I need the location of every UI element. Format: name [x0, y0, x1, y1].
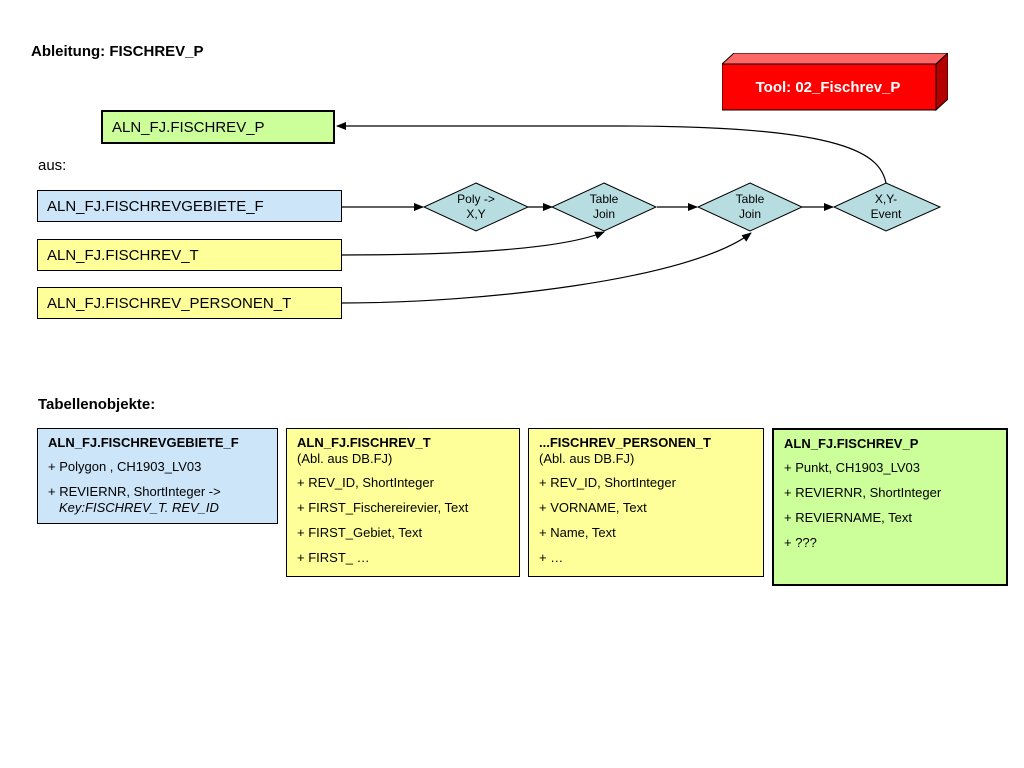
step-poly-to-xy-label: Poly -> X,Y: [436, 192, 516, 222]
step-table-join-2-diamond[interactable]: [696, 182, 804, 232]
source-gebiete-label: ALN_FJ.FISCHREVGEBIETE_F: [47, 197, 264, 215]
table-fischrev-p-row: + ???: [784, 535, 817, 550]
table-personen-t-row: + REV_ID, ShortInteger: [539, 475, 676, 490]
source-gebiete-box[interactable]: ALN_FJ.FISCHREVGEBIETE_F: [37, 190, 342, 222]
table-personen-t-row: + Name, Text: [539, 525, 616, 540]
page-title: Ableitung: FISCHREV_P: [31, 43, 204, 60]
table-fischrev-t-row: + FIRST_Fischereirevier, Text: [297, 500, 469, 515]
flow-diagram: [336, 122, 942, 304]
source-fischrev-t-label: ALN_FJ.FISCHREV_T: [47, 246, 199, 264]
table-fischrev-p-row: + REVIERNAME, Text: [784, 510, 912, 525]
table-fischrev-t-row: + REV_ID, ShortInteger: [297, 475, 434, 490]
source-fischrev-t-box[interactable]: ALN_FJ.FISCHREV_T: [37, 239, 342, 271]
source-personen-t-box[interactable]: ALN_FJ.FISCHREV_PERSONEN_T: [37, 287, 342, 319]
tool-box-3d[interactable]: [722, 53, 948, 111]
arrow-event-to-output: [336, 122, 887, 184]
table-fischrev-t-subtitle: (Abl. aus DB.FJ): [297, 451, 393, 466]
step-poly-to-xy-text: Poly -> X,Y: [457, 192, 495, 221]
output-feature-label: ALN_FJ.FISCHREV_P: [112, 118, 265, 136]
table-fischrev-p-title: ALN_FJ.FISCHREV_P: [784, 436, 919, 451]
table-fischrev-p-row: + Punkt, CH1903_LV03: [784, 460, 920, 475]
table-fischrev-t[interactable]: ALN_FJ.FISCHREV_T (Abl. aus DB.FJ) + REV…: [286, 428, 520, 577]
table-fischrev-t-title: ALN_FJ.FISCHREV_T: [297, 435, 431, 450]
table-personen-t-row: + VORNAME, Text: [539, 500, 647, 515]
table-fischrev-t-row: + FIRST_Gebiet, Text: [297, 525, 423, 540]
aus-label: aus:: [38, 157, 67, 174]
table-personen-t-subtitle: (Abl. aus DB.FJ): [539, 451, 635, 466]
step-xy-event-diamond[interactable]: [832, 182, 942, 232]
output-feature-box[interactable]: ALN_FJ.FISCHREV_P: [101, 110, 335, 144]
tables-heading: Tabellenobjekte:: [38, 396, 156, 413]
step-table-join-1-diamond[interactable]: [550, 182, 658, 232]
tool-label[interactable]: Tool: 02_Fischrev_P: [755, 78, 901, 96]
table-personen-t[interactable]: ...FISCHREV_PERSONEN_T (Abl. aus DB.FJ) …: [528, 428, 764, 577]
step-xy-event-text: X,Y- Event: [870, 192, 902, 221]
table-personen-t-title: ...FISCHREV_PERSONEN_T: [539, 435, 711, 450]
step-table-join-2-text: Table Join: [735, 192, 765, 221]
table-personen-t-row: + …: [539, 550, 564, 565]
arrow-fischrev-t-to-join1: [341, 231, 605, 256]
step-table-join-2-label: Table Join: [710, 192, 790, 222]
table-fischrev-p-row: + REVIERNR, ShortInteger: [784, 485, 942, 500]
table-gebiete-row: + Polygon , CH1903_LV03: [48, 459, 202, 474]
step-table-join-1-text: Table Join: [589, 192, 619, 221]
table-fischrev-p[interactable]: ALN_FJ.FISCHREV_P + Punkt, CH1903_LV03 +…: [772, 428, 1008, 586]
step-poly-to-xy-diamond[interactable]: [422, 182, 530, 232]
step-xy-event-label: X,Y- Event: [846, 192, 926, 222]
table-gebiete-title: ALN_FJ.FISCHREVGEBIETE_F: [48, 435, 239, 450]
step-table-join-1-label: Table Join: [564, 192, 644, 222]
table-fischrev-t-row: + FIRST_ …: [297, 550, 370, 565]
table-gebiete-key: Key:FISCHREV_T. REV_ID: [59, 500, 219, 515]
table-gebiete[interactable]: ALN_FJ.FISCHREVGEBIETE_F + Polygon , CH1…: [37, 428, 278, 524]
arrow-personen-t-to-join2: [341, 232, 752, 304]
source-personen-t-label: ALN_FJ.FISCHREV_PERSONEN_T: [47, 294, 292, 312]
table-gebiete-row: + REVIERNR, ShortInteger ->: [48, 484, 221, 499]
